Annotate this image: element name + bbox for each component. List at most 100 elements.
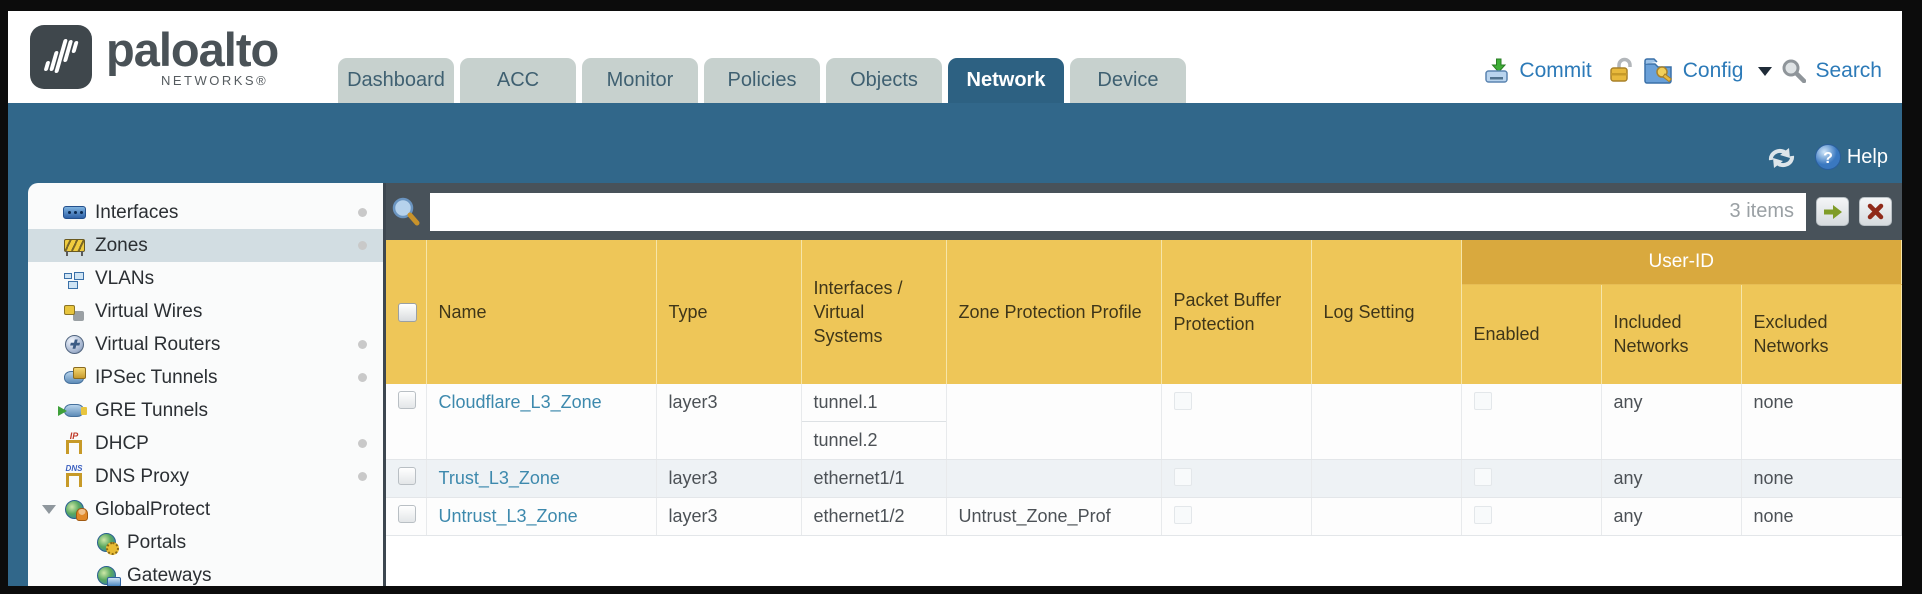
sub-header-band: ? Help: [8, 103, 1902, 183]
tab-dashboard[interactable]: Dashboard: [338, 58, 454, 103]
filter-input[interactable]: [430, 192, 1806, 231]
row-select-cell: [386, 497, 427, 536]
config-menu-button[interactable]: Config: [1682, 58, 1744, 82]
row-checkbox[interactable]: [398, 505, 416, 523]
ipsec-tunnels-icon: [60, 366, 88, 390]
sidebar-item-virtual-routers[interactable]: Virtual Routers: [28, 328, 383, 361]
sidebar-item-gre-tunnels[interactable]: GRE Tunnels: [28, 394, 383, 427]
zone-type-cell: layer3: [656, 497, 802, 536]
column-header-name[interactable]: Name: [426, 240, 657, 384]
row-checkbox[interactable]: [398, 391, 416, 409]
user-id-enabled-cell: [1461, 459, 1602, 498]
zone-type-cell: layer3: [656, 384, 802, 460]
packet-buffer-protection-cell: [1161, 497, 1312, 536]
user-id-enabled-checkbox[interactable]: [1473, 506, 1492, 524]
packet-buffer-protection-checkbox[interactable]: [1173, 506, 1192, 524]
tab-policies[interactable]: Policies: [704, 58, 820, 103]
user-id-enabled-cell: [1461, 497, 1602, 536]
zone-name-link[interactable]: Trust_L3_Zone: [438, 468, 560, 488]
zones-icon: [60, 234, 88, 258]
dns-proxy-icon: [60, 465, 88, 489]
sidebar-item-label: Zones: [95, 234, 148, 256]
zone-name-cell: Untrust_L3_Zone: [426, 497, 657, 536]
chevron-down-icon[interactable]: [1758, 67, 1773, 83]
item-indicator-dot: [358, 472, 367, 481]
sidebar-item-globalprotect[interactable]: GlobalProtect: [28, 493, 383, 526]
filter-search-icon[interactable]: [390, 196, 420, 228]
log-setting-cell: [1311, 459, 1462, 498]
sidebar-item-virtual-wires[interactable]: Virtual Wires: [28, 295, 383, 328]
tab-device[interactable]: Device: [1070, 58, 1186, 103]
tab-network[interactable]: Network: [948, 58, 1064, 103]
lock-icon[interactable]: [1609, 57, 1634, 84]
green-arrow-icon: [1823, 204, 1842, 219]
sidebar-item-label: Virtual Wires: [95, 300, 203, 322]
sidebar-item-ipsec-tunnels[interactable]: IPSec Tunnels: [28, 361, 383, 394]
user-id-enabled-checkbox[interactable]: [1473, 468, 1492, 486]
commit-icon: [1485, 58, 1509, 83]
help-link[interactable]: Help: [1846, 145, 1888, 168]
column-header-log-setting[interactable]: Log Setting: [1311, 240, 1462, 384]
sidebar-item-portals[interactable]: Portals: [28, 526, 383, 559]
packet-buffer-protection-checkbox[interactable]: [1173, 392, 1192, 410]
interface-value: ethernet1/1: [813, 468, 905, 488]
item-indicator-dot: [358, 208, 367, 217]
packet-buffer-protection-checkbox[interactable]: [1173, 468, 1192, 486]
portals-icon: [92, 531, 120, 555]
zone-name-link[interactable]: Untrust_L3_Zone: [438, 506, 578, 526]
user-id-enabled-checkbox[interactable]: [1473, 392, 1492, 410]
sidebar-item-interfaces[interactable]: Interfaces: [28, 196, 383, 229]
item-indicator-dot: [358, 241, 367, 250]
item-indicator-dot: [358, 439, 367, 448]
help-icon[interactable]: ?: [1814, 143, 1842, 171]
refresh-icon[interactable]: [1765, 145, 1798, 171]
sidebar-item-label: GlobalProtect: [95, 498, 211, 520]
virtual-routers-icon: [60, 333, 88, 357]
virtual-wires-icon: [60, 300, 88, 324]
column-header-type[interactable]: Type: [656, 240, 802, 384]
brand-subtitle: NETWORKS®: [160, 73, 269, 88]
included-networks-cell: any: [1601, 497, 1742, 536]
zone-name-link[interactable]: Cloudflare_L3_Zone: [438, 392, 602, 412]
column-header-zone-protection-profile[interactable]: Zone Protection Profile: [946, 240, 1162, 384]
column-header-excluded-networks[interactable]: Excluded Networks: [1741, 284, 1902, 384]
interfaces-cell: ethernet1/2: [801, 497, 947, 536]
expander-triangle-icon[interactable]: [42, 505, 56, 514]
sidebar-item-zones[interactable]: Zones: [28, 229, 383, 262]
tab-monitor[interactable]: Monitor: [582, 58, 698, 103]
column-header-packet-buffer-protection[interactable]: Packet Buffer Protection: [1161, 240, 1312, 384]
sidebar-item-dhcp[interactable]: DHCP: [28, 427, 383, 460]
search-button[interactable]: Search: [1815, 58, 1882, 82]
interface-value: ethernet1/2: [813, 506, 905, 526]
packet-buffer-protection-cell: [1161, 459, 1312, 498]
select-all-checkbox[interactable]: [398, 302, 417, 322]
gateways-icon: [92, 564, 121, 586]
zone-protection-profile-cell: Untrust_Zone_Prof: [946, 497, 1162, 536]
sidebar-item-label: Interfaces: [95, 201, 179, 223]
column-header-included-networks[interactable]: Included Networks: [1601, 284, 1742, 384]
commit-button[interactable]: Commit: [1519, 58, 1592, 82]
tab-acc[interactable]: ACC: [460, 58, 576, 103]
paloalto-logo-icon: [30, 25, 92, 89]
apply-filter-button[interactable]: [1816, 197, 1849, 226]
tab-objects[interactable]: Objects: [826, 58, 942, 103]
sidebar-item-label: Virtual Routers: [95, 333, 221, 355]
packet-buffer-protection-cell: [1161, 384, 1312, 460]
item-indicator-dot: [358, 373, 367, 382]
zone-name-cell: Trust_L3_Zone: [426, 459, 657, 498]
brand-name: paloalto: [106, 23, 279, 76]
sidebar-item-dns-proxy[interactable]: DNS Proxy: [28, 460, 383, 493]
column-header-enabled[interactable]: Enabled: [1461, 284, 1602, 384]
clear-filter-button[interactable]: [1859, 197, 1892, 226]
column-header-interfaces[interactable]: Interfaces / Virtual Systems: [801, 240, 947, 384]
gre-tunnels-icon: [58, 399, 88, 423]
sidebar-item-vlans[interactable]: VLANs: [28, 262, 383, 295]
row-checkbox[interactable]: [398, 467, 416, 485]
sidebar-item-label: GRE Tunnels: [95, 399, 208, 421]
sidebar-item-gateways[interactable]: Gateways: [28, 559, 383, 586]
